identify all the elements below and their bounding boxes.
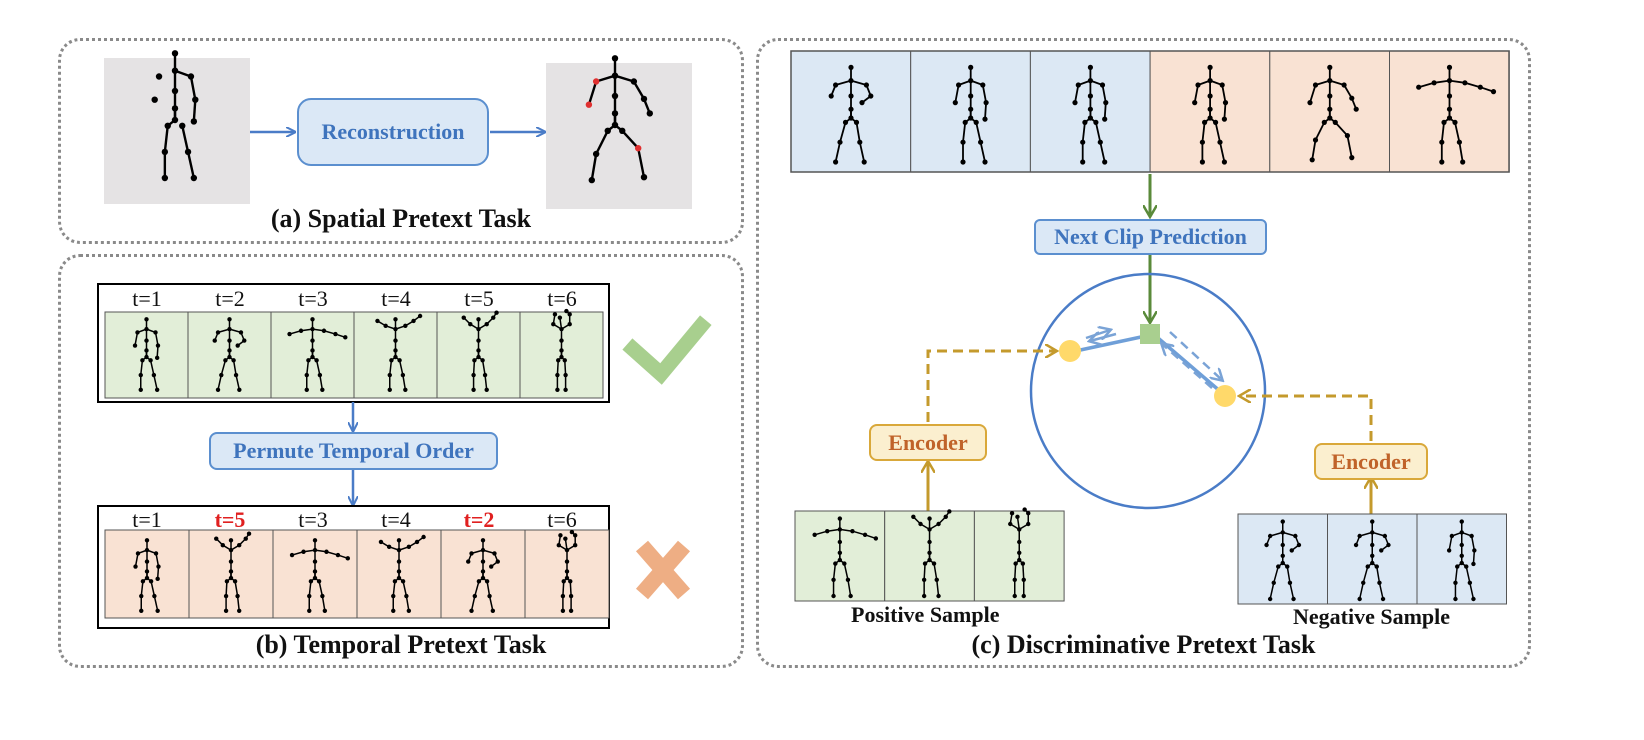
link-to-positive [1070, 335, 1142, 354]
time-label: t=1 [132, 507, 162, 532]
skeleton-figure [466, 538, 500, 613]
skeleton-figure [585, 55, 653, 184]
ordered-time-labels: t=1 t=2 t=3 t=4 t=5 t=6 [132, 286, 577, 311]
time-label: t=5 [215, 507, 246, 532]
skeleton-figure [952, 64, 989, 165]
time-label: t=1 [132, 286, 162, 311]
shuffled-time-labels: t=1 t=5 t=3 t=4 t=2 t=6 [132, 507, 577, 532]
skeleton-figure [1416, 64, 1497, 165]
ordered-sequence-frames [104, 308, 604, 399]
skeleton-figure [1192, 64, 1229, 165]
positive-embedding-point [1059, 340, 1081, 362]
skeleton-figure [1353, 519, 1391, 602]
skeleton-figure [1446, 519, 1477, 602]
negative-sample-label: Negative Sample [1293, 604, 1451, 629]
input-skeleton-frame [104, 58, 250, 204]
partial-skeleton-figure [151, 50, 199, 182]
shuffled-sequence-frames [104, 529, 610, 619]
check-mark-icon [622, 315, 712, 385]
skeleton-figure [132, 317, 161, 392]
time-label: t=6 [547, 286, 577, 311]
cross-mark-icon [635, 540, 691, 600]
skeleton-figure [461, 310, 499, 392]
skeleton-figure [133, 538, 161, 613]
time-label: t=6 [547, 507, 577, 532]
temporal-panel [58, 254, 744, 668]
skeleton-figure [551, 308, 572, 392]
clip-sequence-border [790, 50, 1510, 173]
time-label: t=4 [381, 286, 411, 311]
positive-sample-frames [794, 507, 1065, 602]
skeleton-figure [378, 534, 426, 613]
skeleton-figure [1264, 519, 1302, 602]
time-label: t=3 [298, 507, 328, 532]
spatial-panel [58, 38, 744, 244]
skeleton-figure [828, 64, 874, 165]
clip-sequence-frames [790, 50, 1510, 173]
positive-encoder-dashed-arrow [926, 351, 1056, 422]
link-to-negative [1156, 336, 1223, 394]
push-arrow-out [1169, 331, 1222, 380]
anchor-embedding-square [1140, 324, 1160, 344]
spatial-caption: (a) Spatial Pretext Task [270, 204, 532, 233]
skeleton-figure [289, 538, 350, 613]
skeleton-figure [375, 313, 423, 392]
encoder-box-right: Encoder [1314, 443, 1428, 480]
embedding-space-circle [1029, 272, 1267, 510]
reconstructed-skeleton-figure [585, 55, 653, 184]
skeleton-figure [1008, 507, 1031, 599]
skeleton-figure [556, 529, 578, 613]
time-label: t=2 [464, 507, 495, 532]
output-skeleton-frame [546, 63, 692, 209]
skeleton-figure [911, 509, 952, 599]
discriminative-panel [756, 38, 1531, 668]
encoder-box-left: Encoder [869, 424, 987, 461]
push-arrow-in [1162, 344, 1213, 389]
pull-arrow-2 [1085, 330, 1110, 338]
next-clip-box: Next Clip Prediction [1034, 219, 1267, 255]
negative-sample-frames [1237, 513, 1507, 605]
skeleton-figure [287, 317, 348, 392]
negative-encoder-dashed-arrow [1240, 396, 1373, 441]
negative-embedding-point [1214, 385, 1236, 407]
skeleton-figure [1072, 64, 1109, 165]
positive-sample-label: Positive Sample [851, 602, 1000, 627]
skeleton-figure [212, 317, 247, 392]
time-label: t=2 [215, 286, 245, 311]
time-label: t=4 [381, 507, 411, 532]
discriminative-caption: (c) Discriminative Pretext Task [971, 630, 1316, 659]
time-label: t=3 [298, 286, 328, 311]
skeleton-figure [1307, 64, 1359, 163]
temporal-caption: (b) Temporal Pretext Task [255, 630, 547, 659]
skeleton-figure [214, 531, 252, 613]
time-label: t=5 [464, 286, 494, 311]
reconstruction-box: Reconstruction [297, 98, 489, 166]
skeleton-figure [151, 50, 199, 182]
permute-box: Permute Temporal Order [209, 432, 498, 470]
skeleton-figure [812, 516, 879, 599]
